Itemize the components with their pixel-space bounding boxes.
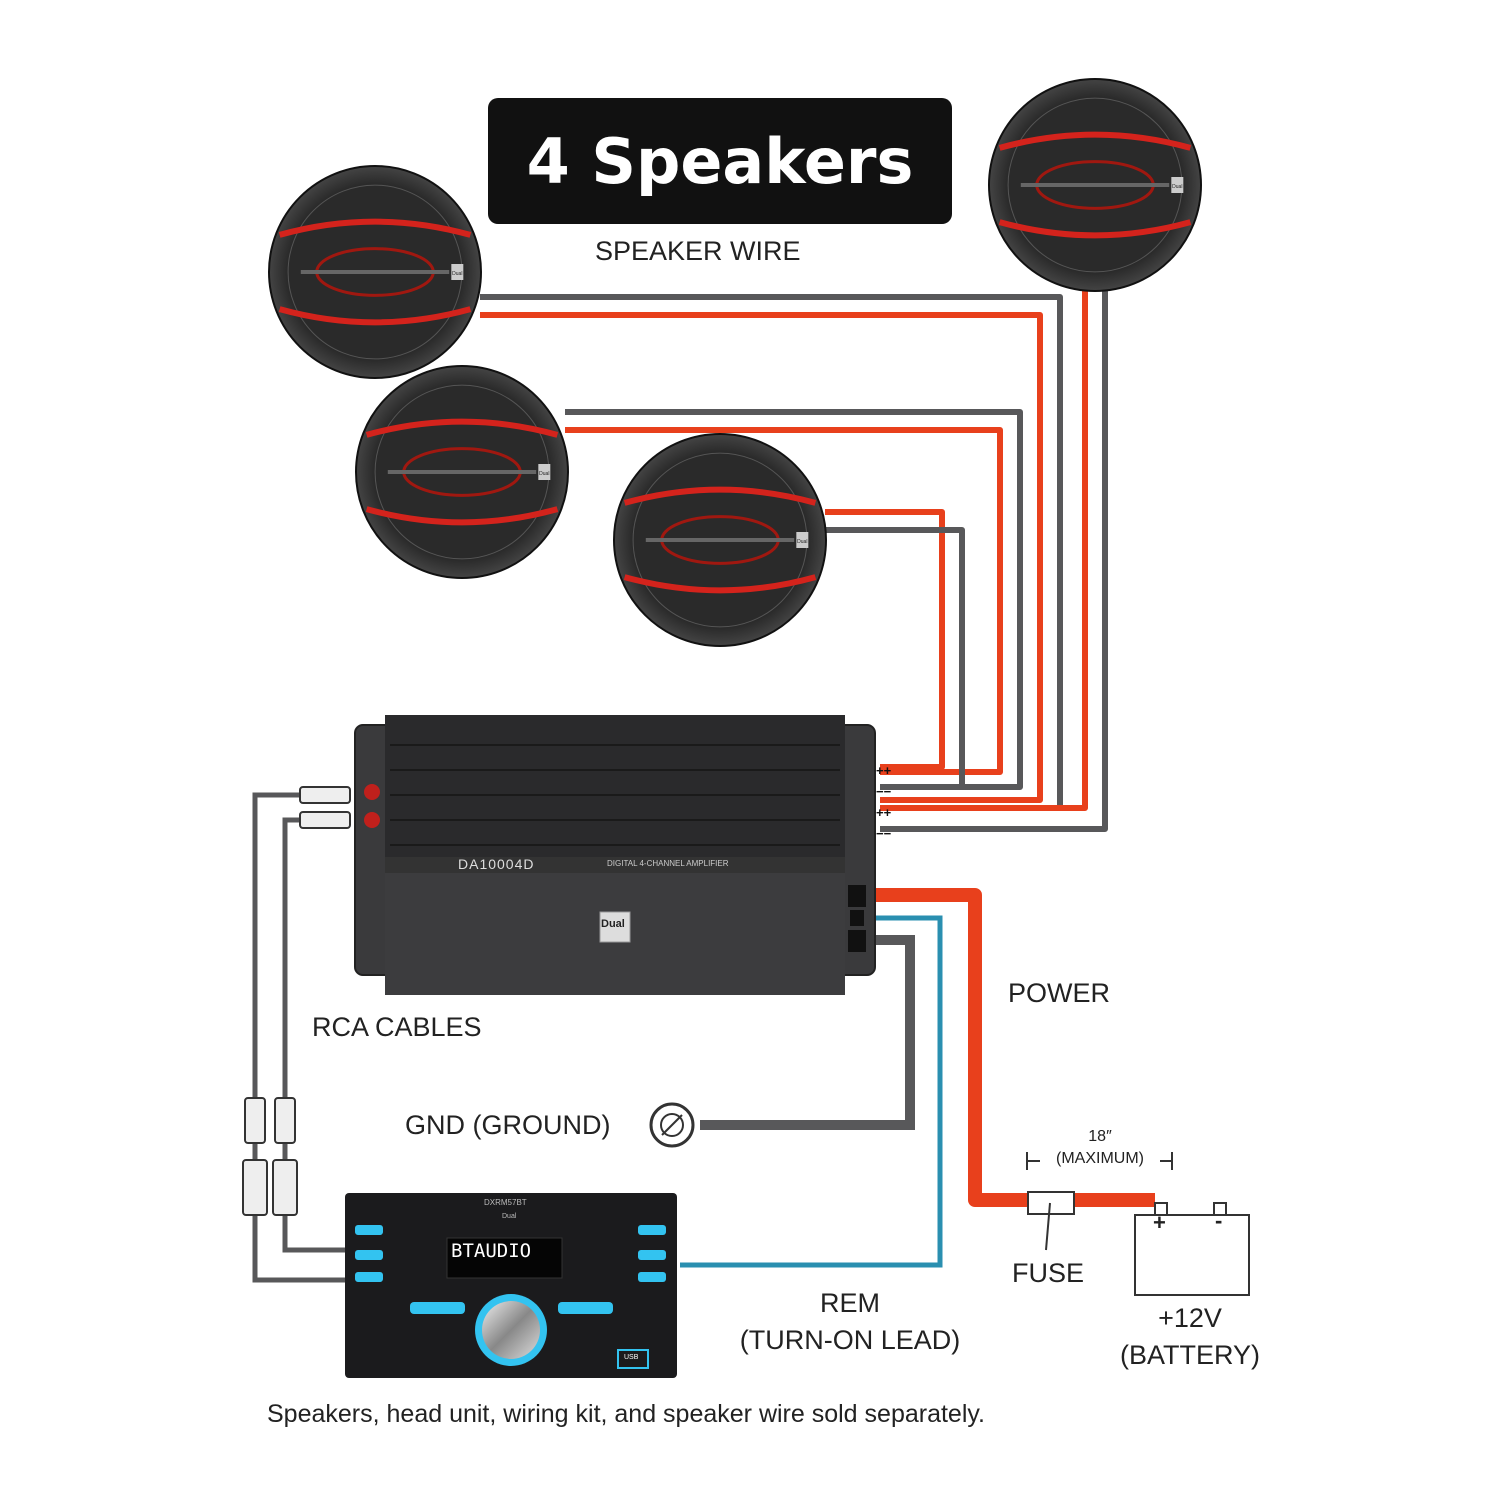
rca-cable-2 [282,817,350,1253]
terminal-2: −− [876,784,892,799]
distance-value: 18″ [1088,1128,1112,1145]
fuse-label: FUSE [1012,1258,1085,1288]
battery-plus: + [1153,1210,1166,1235]
rca-connectors [242,786,351,1216]
rca-cable-1 [252,792,350,1283]
head-unit [345,1193,677,1378]
speaker-2: Dual [988,78,1202,292]
rem-label-line2: (TURN-ON LEAD) [739,1325,961,1355]
speaker2-positive-wire [880,290,1088,811]
amplifier-terminals: ++ −− ++ −− [876,760,891,844]
rem-wire [680,915,943,1268]
amplifier-model: DA10004D [458,856,535,872]
speaker1-positive-wire [480,312,1043,803]
speaker2-negative-wire [880,290,1108,832]
distance-marker [1026,1152,1173,1170]
power-label: POWER [1008,978,1111,1008]
speaker-wire-label: SPEAKER WIRE [595,236,801,266]
battery-label-line1: +12V [1158,1303,1222,1333]
terminal-3: ++ [876,805,892,820]
distance-note: (MAXIMUM) [1056,1150,1144,1167]
head-unit-display: BTAUDIO [451,1240,532,1262]
head-unit-usb-label: USB [624,1354,639,1361]
ground-ring-terminal-icon [649,1102,695,1148]
amplifier-brand-logo: Dual [601,918,625,930]
speaker-brand-logo: Dual [1172,184,1182,190]
speaker4-positive-wire [825,509,945,770]
terminal-1: ++ [876,763,892,778]
battery-minus: - [1215,1208,1223,1233]
speaker4-negative-wire [825,527,965,790]
ground-label: GND (GROUND) [405,1110,611,1140]
page-title: 4 Speakers [488,98,952,224]
speaker-brand-logo: Dual [797,539,807,545]
speaker-brand-logo: Dual [452,271,462,277]
footnote: Speakers, head unit, wiring kit, and spe… [267,1400,985,1428]
battery-icon [1134,1202,1250,1296]
speaker-4: Dual [613,433,827,647]
battery-label: +12V (BATTERY) [1110,1303,1270,1371]
speaker3-positive-wire [565,427,1003,775]
rem-label-line1: REM [820,1288,880,1318]
fuse-icon [1027,1191,1075,1215]
head-unit-brand: Dual [502,1213,517,1220]
terminal-4: −− [876,826,892,841]
speaker-brand-logo: Dual [539,471,549,477]
speaker-1: Dual [268,165,482,379]
head-unit-model: DXRM57BT [484,1198,527,1207]
speaker-wires [480,290,1108,832]
battery-label-line2: (BATTERY) [1119,1340,1260,1370]
amplifier-description: DIGITAL 4-CHANNEL AMPLIFIER [607,859,729,868]
rca-cables-label: RCA CABLES [312,1012,482,1042]
amplifier [354,715,876,995]
speaker-3: Dual [355,365,569,579]
rem-label: REM (TURN-ON LEAD) [735,1288,965,1356]
ground-wire [700,935,915,1130]
